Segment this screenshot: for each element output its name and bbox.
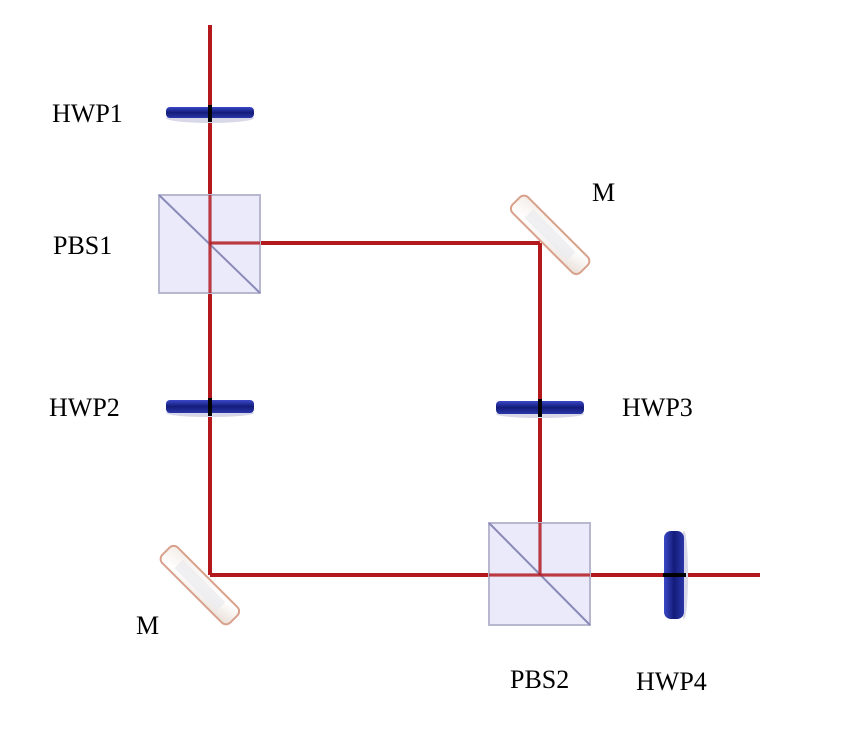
- label-hwp2: HWP2: [49, 393, 120, 422]
- mirror-bottom: [159, 544, 241, 626]
- hwp1-plate: [166, 105, 254, 123]
- label-mirror-top: M: [592, 178, 615, 207]
- label-pbs1: PBS1: [53, 231, 112, 260]
- pbs1-cube: [158, 194, 261, 294]
- mirror-top: [509, 194, 591, 276]
- label-hwp3: HWP3: [622, 393, 693, 422]
- label-hwp4: HWP4: [636, 667, 707, 696]
- label-hwp1: HWP1: [52, 99, 123, 128]
- hwp4-plate: [663, 531, 688, 619]
- hwp3-plate: [496, 399, 584, 418]
- laser-beam: [208, 25, 760, 577]
- hwp2-plate: [166, 398, 254, 417]
- label-mirror-bottom: M: [136, 611, 159, 640]
- pbs2-cube: [488, 522, 591, 626]
- label-pbs2: PBS2: [510, 665, 569, 694]
